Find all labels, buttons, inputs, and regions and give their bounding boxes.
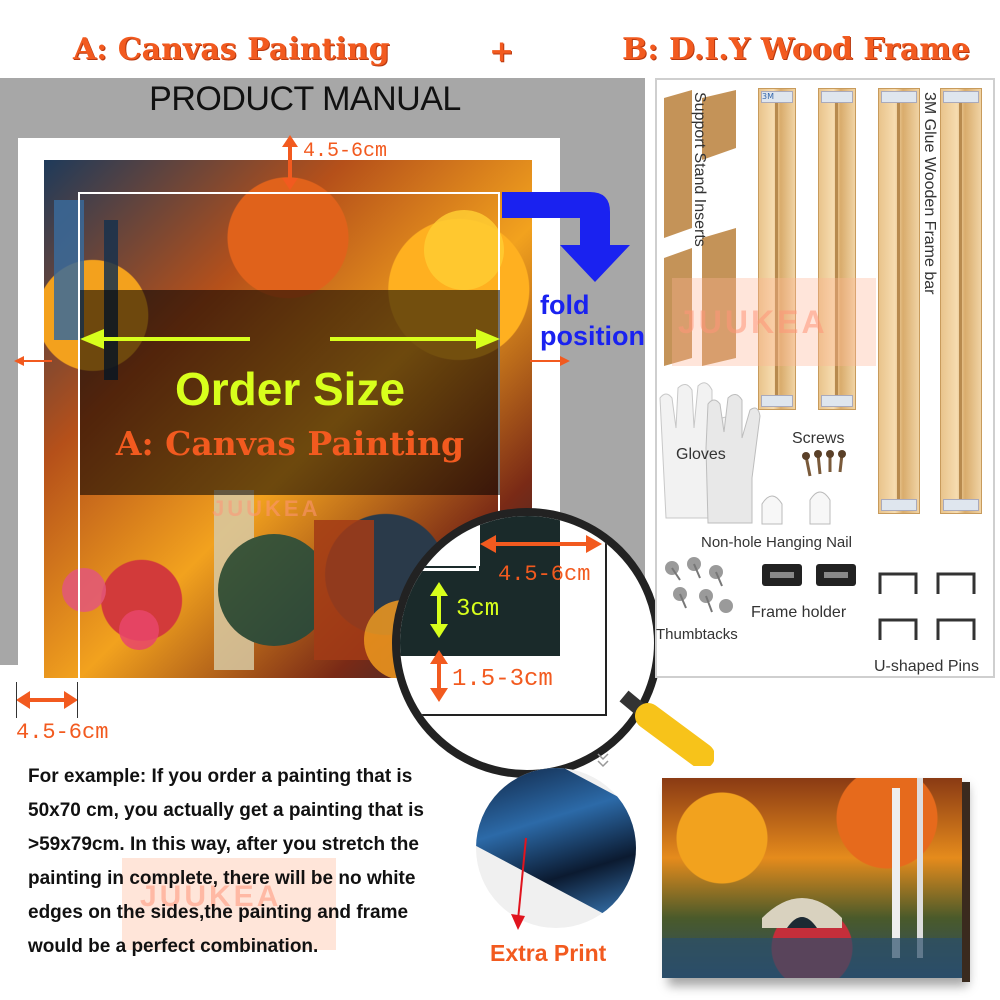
magnified-line-v [476, 516, 479, 571]
gloves-icon [659, 382, 761, 524]
example-text: For example: If you order a painting tha… [28, 760, 478, 964]
wood-frame-header: B: D.I.Y Wood Frame [622, 32, 971, 67]
mag-dim-label-a: 4.5-6cm [498, 562, 591, 587]
order-size-label: Order Size [174, 363, 406, 415]
wood-bar-long-1 [878, 88, 920, 514]
example-line: edges on the sides,the painting and fram… [28, 902, 409, 923]
fold-arrow-icon [502, 192, 630, 282]
screws-label: Screws [792, 430, 845, 447]
fold-position-label: fold position [540, 290, 645, 352]
watermark-box [672, 278, 876, 366]
wood-bar-short-2 [818, 88, 856, 410]
wood-bar-short-1: 3M [758, 88, 796, 410]
side-arrow-right [530, 356, 570, 366]
example-line: painting in complete, there will be no w… [28, 868, 416, 889]
mag-dim-label-c: 1.5-3cm [452, 666, 553, 693]
hanging-nail-label: Non-hole Hanging Nail [701, 534, 852, 551]
bottom-dim-label: 4.5-6cm [16, 720, 109, 745]
top-dim-arrow [282, 135, 298, 190]
gloves-label: Gloves [676, 446, 726, 463]
example-line: would be a perfect combination. [28, 936, 319, 957]
watermark-canvas: JUUKEA [212, 496, 321, 521]
thumbtacks-label: Thumbtacks [656, 626, 738, 643]
mag-dim-label-b: 3cm [456, 596, 500, 623]
frame-bar-label: 3M Glue Wooden Frame bar [921, 92, 938, 295]
watermark-box-example [122, 858, 336, 950]
stretched-canvas-product [662, 778, 962, 978]
extra-print-pointer [511, 837, 527, 930]
magnified-edge-h [400, 714, 607, 716]
top-dim-label: 4.5-6cm [303, 140, 388, 163]
example-line: 50x70 cm, you actually get a painting th… [28, 800, 424, 821]
side-arrow-left [14, 356, 52, 366]
magnifier-glass [392, 508, 662, 778]
wood-bar-long-2 [940, 88, 982, 514]
fold-word: fold [540, 290, 590, 320]
magnified-edge-v [605, 516, 607, 716]
magnified-corner [400, 516, 480, 566]
frame-holder-label: Frame holder [751, 604, 847, 621]
screws-icon [802, 450, 846, 477]
mag-dim-arrow-c [430, 650, 448, 702]
position-word: position [540, 321, 645, 351]
frame-holder-icon [762, 564, 856, 586]
order-size-sub: A: Canvas Painting [115, 424, 465, 463]
example-line: For example: If you order a painting tha… [28, 766, 413, 787]
bottom-dim-arrow [16, 691, 78, 709]
example-line: >59x79cm. In this way, after you stretch… [28, 834, 419, 855]
u-pins-label: U-shaped Pins [874, 658, 979, 675]
dim-tick-left [16, 682, 17, 718]
dim-tick-right [77, 682, 78, 718]
mag-dim-arrow-a [480, 535, 602, 553]
magnifier-handle [619, 690, 714, 766]
canvas-painting-header: A: Canvas Painting [73, 32, 390, 67]
magnified-line-h [400, 568, 479, 571]
product-manual-title: PRODUCT MANUAL [149, 80, 461, 118]
support-stand-inserts [664, 90, 736, 366]
thumbtacks-icon [665, 557, 733, 613]
mag-dim-arrow-b [430, 582, 448, 638]
watermark-example: JUUKEA [140, 880, 282, 913]
chevron-down-icon [597, 753, 609, 768]
support-stand-label: Support Stand Inserts [691, 92, 708, 247]
hanging-nail-icon [761, 491, 831, 525]
u-pins-icon [878, 572, 976, 640]
extra-print-closeup [476, 768, 636, 928]
order-size-band [80, 290, 500, 495]
canvas-edge-image [476, 768, 636, 922]
watermark-kit: JUUKEA [678, 304, 828, 340]
plus-sign: + [489, 34, 515, 69]
canvas-side-edge [962, 782, 970, 982]
extra-print-label: Extra Print [490, 940, 607, 966]
width-arrow [80, 329, 500, 349]
sticker-3m: 3M [761, 91, 793, 103]
